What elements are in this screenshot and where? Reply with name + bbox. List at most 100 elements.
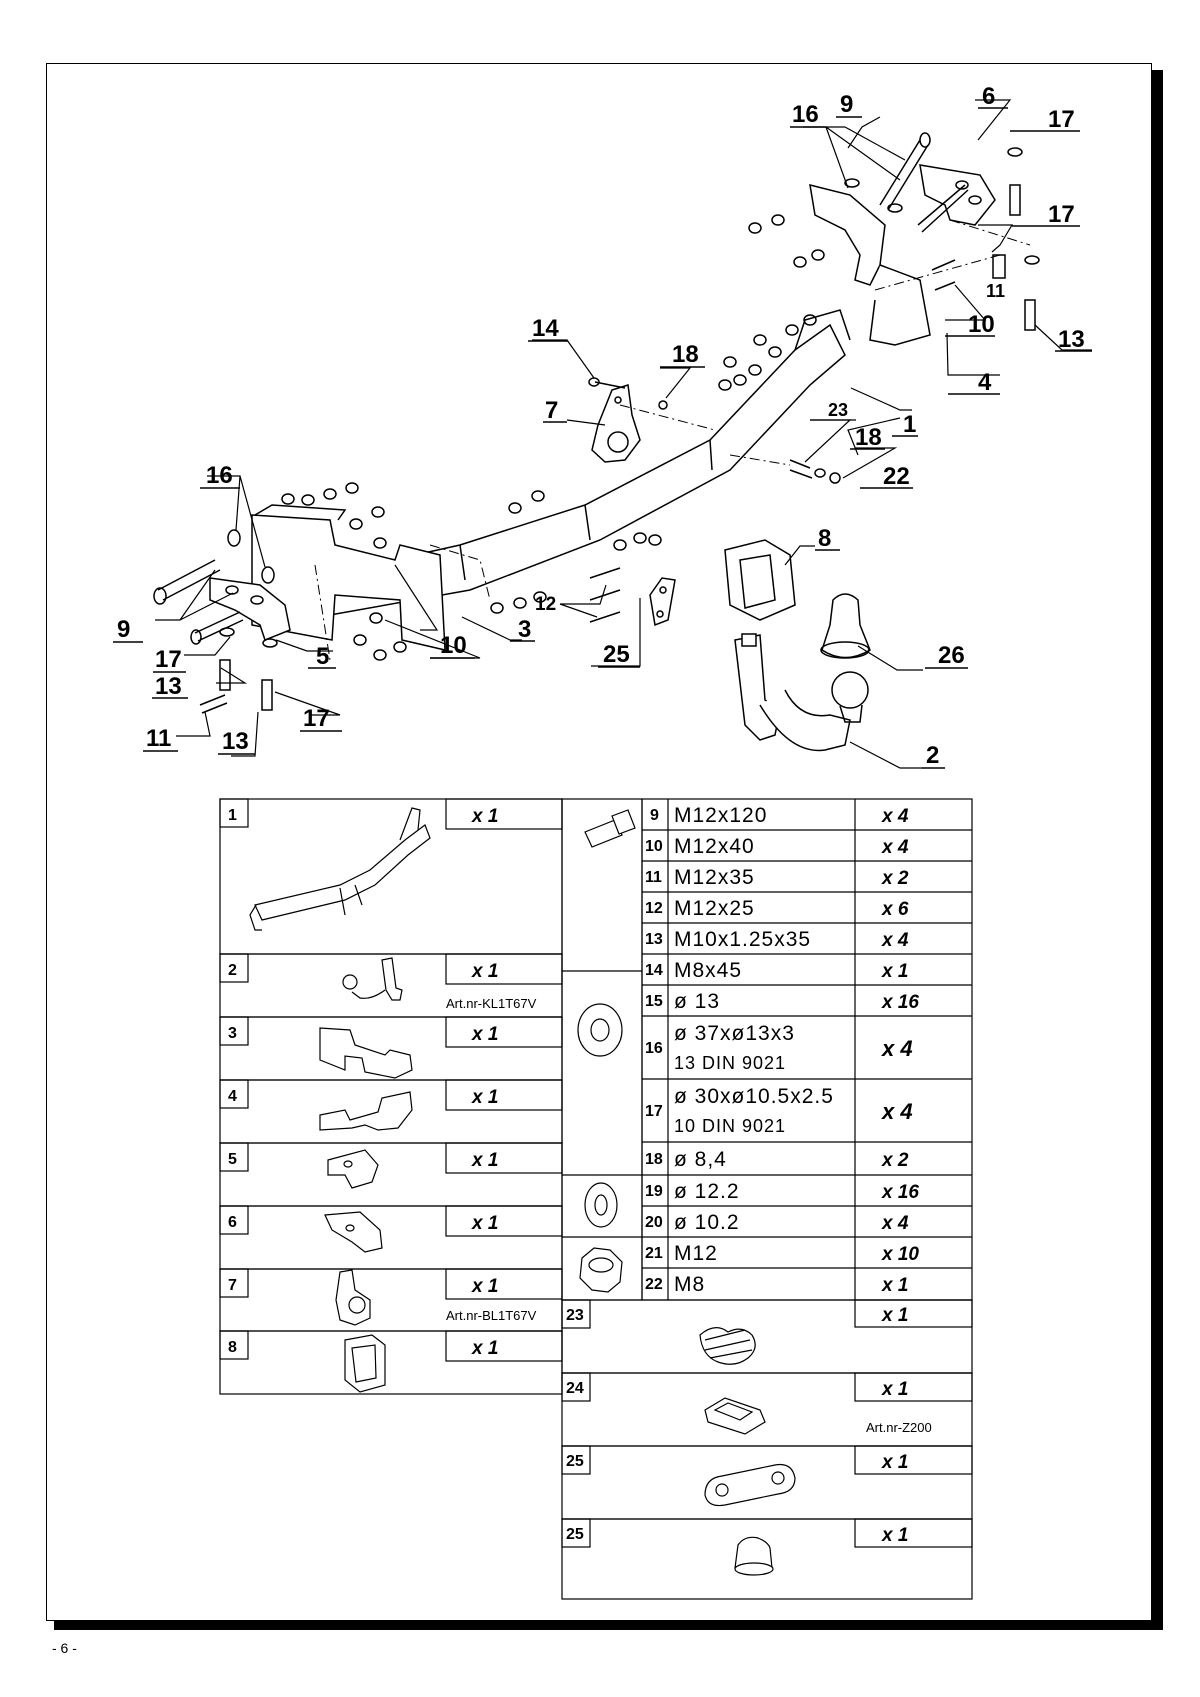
socket-bracket-icon <box>344 1334 386 1393</box>
callout-10: 10 <box>440 632 467 659</box>
callout-17: 17 <box>303 705 330 732</box>
callout-8: 8 <box>818 525 831 552</box>
fastener-spec: M12x25 <box>674 897 755 920</box>
row-number: 7 <box>228 1277 237 1294</box>
row-number: 8 <box>228 1339 237 1356</box>
row-quantity: x 1 <box>471 806 498 827</box>
callout-17: 17 <box>155 646 182 673</box>
towball-icon <box>342 957 403 1001</box>
plate-6-part <box>919 164 996 226</box>
callout-10: 10 <box>968 311 995 338</box>
fastener-spec: ø 37xø13x3 <box>674 1022 795 1045</box>
row-number: 4 <box>228 1088 237 1105</box>
washer-icon <box>577 1003 623 1057</box>
ball-cover-26-part <box>820 593 871 659</box>
callout-11: 11 <box>986 281 1005 301</box>
callout-17: 17 <box>1048 201 1075 228</box>
fastener-spec-line2: 13 DIN 9021 <box>674 1053 786 1073</box>
fastener-number: 17 <box>645 1103 663 1120</box>
fastener-number: 16 <box>645 1040 663 1057</box>
callout-5: 5 <box>316 643 329 670</box>
fastener-drawings <box>153 132 1040 714</box>
fastener-quantity: x 16 <box>881 992 919 1013</box>
callout-23: 23 <box>828 400 848 420</box>
socket-plate-icon <box>335 1269 371 1326</box>
spring-washer-icon <box>699 1327 756 1365</box>
fastener-spec: ø 30xø10.5x2.5 <box>674 1085 834 1108</box>
bracket-left-icon <box>319 1027 413 1079</box>
row-number: 25 <box>566 1526 584 1543</box>
page-number: - 6 - <box>52 1640 77 1656</box>
fastener-spec: M12x120 <box>674 804 767 827</box>
towball-2-part <box>734 633 869 752</box>
article-number: Art.nr-KL1T67V <box>446 996 537 1011</box>
callout-18: 18 <box>672 341 699 368</box>
fastener-number: 15 <box>645 993 663 1010</box>
fastener-quantity: x 4 <box>881 1213 909 1234</box>
plate-bracket-icon <box>327 1149 379 1189</box>
callout-1: 1 <box>903 411 916 438</box>
fastener-number: 22 <box>645 1276 663 1293</box>
ball-cover-icon <box>734 1536 774 1576</box>
article-number: Art.nr-BL1T67V <box>446 1308 537 1323</box>
article-number: Art.nr-Z200 <box>866 1420 932 1435</box>
row-quantity: x 1 <box>471 1087 498 1108</box>
assembly-center-lines <box>314 219 1031 661</box>
row-number: 3 <box>228 1025 237 1042</box>
fastener-quantity: x 6 <box>881 899 909 920</box>
callout-26: 26 <box>938 642 965 669</box>
fastener-number: 9 <box>650 807 659 824</box>
row-quantity: x 1 <box>881 1305 908 1326</box>
callout-17: 17 <box>1048 106 1075 133</box>
parts-table: 1 2 3 4 5 6 7 8 x 1 x 1 x 1 x 1 x 1 x 1 … <box>219 798 973 1600</box>
callout-22: 22 <box>883 463 910 490</box>
part-callouts: 16 9 6 17 17 11 10 13 4 14 18 7 23 18 1 … <box>113 83 1092 769</box>
fastener-spec-line2: 10 DIN 9021 <box>674 1116 786 1136</box>
fastener-number: 11 <box>645 869 662 886</box>
row-number: 5 <box>228 1151 237 1168</box>
module-icon <box>704 1397 766 1435</box>
callout-14: 14 <box>532 315 559 342</box>
fastener-spec: ø 8,4 <box>674 1148 727 1171</box>
row-number: 1 <box>228 807 237 824</box>
callout-13: 13 <box>222 728 249 755</box>
fastener-spec: M8 <box>674 1273 705 1296</box>
row-number: 25 <box>566 1453 584 1470</box>
row-number: 2 <box>228 962 237 979</box>
callout-16: 16 <box>792 101 819 128</box>
row-quantity: x 1 <box>471 1024 498 1045</box>
row-quantity: x 1 <box>471 961 498 982</box>
row-quantity: x 1 <box>881 1379 908 1400</box>
fastener-quantity: x 10 <box>881 1244 919 1265</box>
fastener-number: 14 <box>645 962 663 979</box>
frame-shadow-bottom <box>54 1621 1163 1630</box>
spring-washer-icon <box>584 1182 618 1228</box>
fastener-spec: ø 13 <box>674 990 720 1013</box>
fastener-quantity: x 4 <box>881 1036 913 1061</box>
fastener-quantity: x 2 <box>881 868 909 889</box>
fastener-quantity: x 4 <box>881 837 909 858</box>
callout-3: 3 <box>518 616 531 643</box>
socket-plate-7-part <box>591 384 641 463</box>
callout-2: 2 <box>926 742 939 769</box>
right-bracket-part <box>809 183 931 346</box>
fastener-spec: ø 10.2 <box>674 1211 740 1234</box>
fastener-quantity: x 1 <box>881 1275 908 1296</box>
plate-bracket-icon <box>324 1211 383 1253</box>
link-plate-icon <box>704 1463 796 1507</box>
fastener-spec: M8x45 <box>674 959 742 982</box>
fastener-number: 12 <box>645 900 663 917</box>
callout-11: 11 <box>146 725 171 752</box>
fastener-number: 13 <box>645 931 663 948</box>
fastener-quantity: x 4 <box>881 1099 913 1124</box>
fastener-quantity: x 1 <box>881 961 908 982</box>
callout-9: 9 <box>117 616 130 643</box>
fastener-spec: M12 <box>674 1242 718 1265</box>
fastener-quantity: x 4 <box>881 806 909 827</box>
left-bracket-part <box>251 504 446 651</box>
bolt-icon <box>584 809 636 848</box>
fastener-quantity: x 2 <box>881 1150 909 1171</box>
callout-18: 18 <box>855 424 882 451</box>
fastener-number: 21 <box>645 1245 663 1262</box>
